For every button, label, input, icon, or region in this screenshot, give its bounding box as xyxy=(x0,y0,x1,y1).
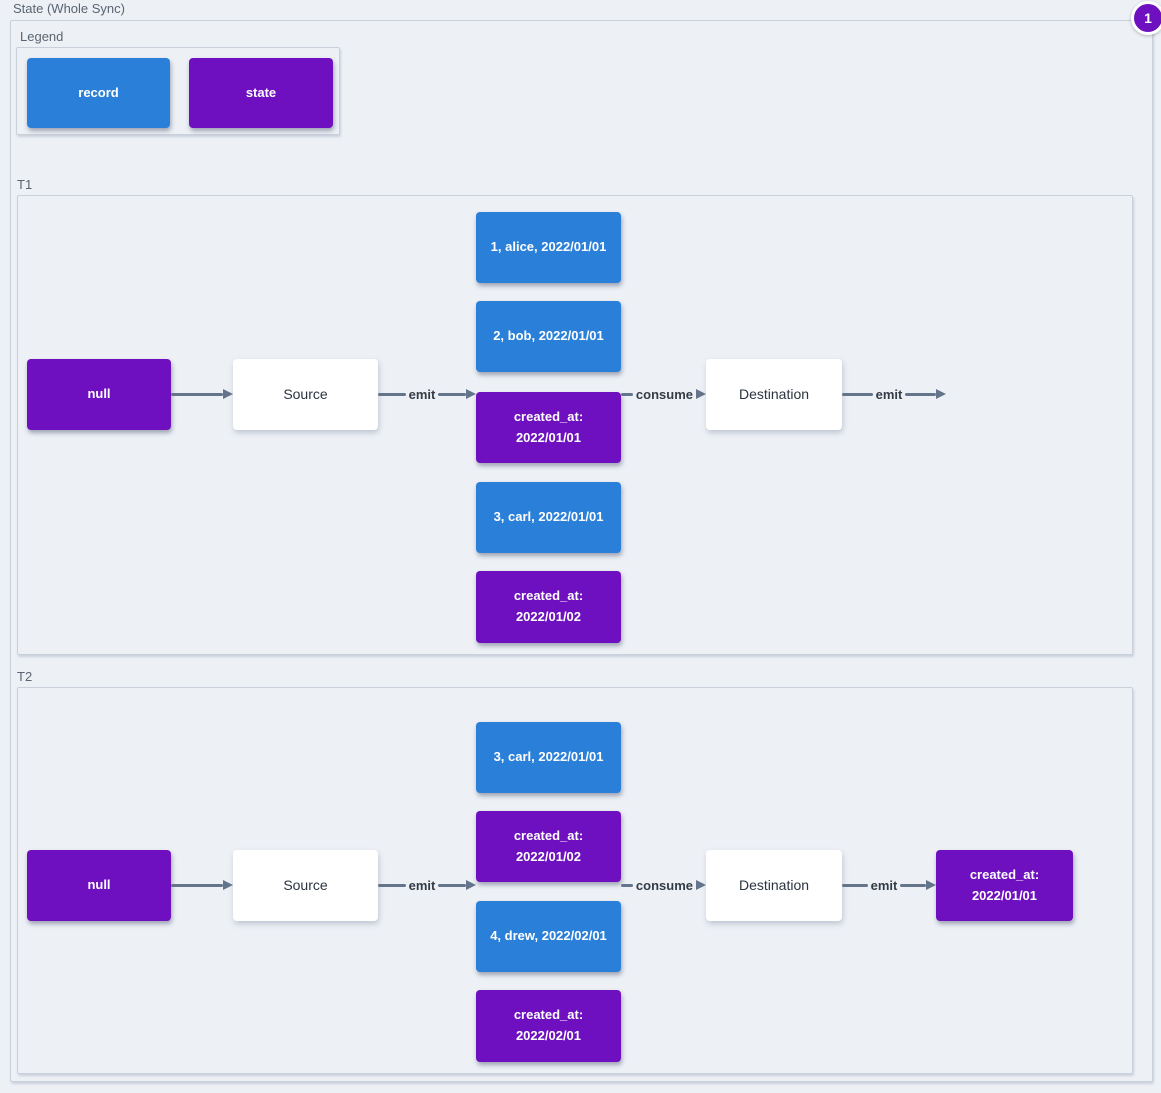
edge-line xyxy=(842,883,868,887)
legend-cluster: record state xyxy=(16,47,340,135)
legend-record-node: record xyxy=(27,58,170,128)
t2-record-text: 3, carl, 2022/01/01 xyxy=(493,749,604,765)
t2-state-node: created_at: 2022/02/01 xyxy=(476,990,621,1062)
legend-state-node: state xyxy=(189,58,333,128)
edge-line xyxy=(900,883,927,887)
pane-count-badge[interactable]: 1 xyxy=(1131,1,1161,35)
t2-null-node: null xyxy=(27,850,171,921)
t2-source-text: Source xyxy=(283,877,328,894)
t1-emit-label: emit xyxy=(408,386,436,402)
t2-state-text: created_at: 2022/01/02 xyxy=(513,827,584,864)
t1-emit-out-label: emit xyxy=(875,386,903,402)
edge-line xyxy=(905,392,937,396)
edge-line xyxy=(171,392,223,396)
t1-edge-null-source xyxy=(171,386,233,402)
root-cluster xyxy=(10,20,1153,1082)
t1-state-node: created_at: 2022/01/01 xyxy=(476,392,621,463)
t1-consume-label: consume xyxy=(635,386,693,402)
t1-edge-emit: emit xyxy=(378,386,477,402)
t2-record-text: 4, drew, 2022/02/01 xyxy=(490,928,607,944)
arrowhead-icon xyxy=(926,880,937,890)
edge-line xyxy=(621,392,633,396)
arrowhead-icon xyxy=(466,389,477,399)
t1-label: T1 xyxy=(17,177,33,192)
t2-source-node: Source xyxy=(233,850,378,921)
arrowhead-icon xyxy=(696,389,706,399)
t1-null-node: null xyxy=(27,359,171,430)
t1-record-text: 2, bob, 2022/01/01 xyxy=(493,328,604,344)
legend-state-text: state xyxy=(245,84,277,100)
t2-edge-null-source xyxy=(171,877,233,893)
arrowhead-icon xyxy=(936,389,947,399)
legend-label: Legend xyxy=(20,29,64,44)
t1-null-text: null xyxy=(87,386,111,402)
edge-line xyxy=(378,883,406,887)
t2-cluster: null Source emit 3, carl, 2022/01/01 cre… xyxy=(17,687,1133,1074)
t1-state-text: created_at: 2022/01/02 xyxy=(513,588,584,624)
edge-line xyxy=(621,883,633,887)
t1-record-text: 1, alice, 2022/01/01 xyxy=(490,239,607,255)
arrowhead-icon xyxy=(223,389,233,399)
t2-record-node: 3, carl, 2022/01/01 xyxy=(476,722,621,793)
t2-destination-node: Destination xyxy=(706,850,842,921)
t1-destination-node: Destination xyxy=(706,359,842,430)
root-cluster-label: State (Whole Sync) xyxy=(13,1,125,16)
t2-output-state-text: created_at: 2022/01/01 xyxy=(969,866,1040,903)
edge-line xyxy=(438,392,467,396)
pane-count-badge-text: 1 xyxy=(1144,10,1152,26)
edge-line xyxy=(171,883,223,887)
arrowhead-icon xyxy=(696,880,706,890)
t1-record-node: 3, carl, 2022/01/01 xyxy=(476,482,621,553)
t2-edge-emit-out: emit xyxy=(842,877,937,893)
t1-state-text: created_at: 2022/01/01 xyxy=(513,408,584,445)
t1-record-node: 2, bob, 2022/01/01 xyxy=(476,301,621,372)
legend-record-text: record xyxy=(78,84,119,100)
t2-emit-out-label: emit xyxy=(870,877,898,893)
t1-cluster: null Source emit 1, alice, 2022/01/01 2,… xyxy=(17,195,1133,655)
t2-output-state-node: created_at: 2022/01/01 xyxy=(936,850,1073,921)
t1-source-text: Source xyxy=(283,386,328,403)
edge-line xyxy=(378,392,406,396)
t2-destination-text: Destination xyxy=(738,877,810,894)
t1-destination-text: Destination xyxy=(738,386,810,403)
t2-edge-emit: emit xyxy=(378,877,477,893)
t2-consume-label: consume xyxy=(635,877,693,893)
t2-label: T2 xyxy=(17,669,33,684)
edge-line xyxy=(438,883,467,887)
t2-state-text: created_at: 2022/02/01 xyxy=(513,1007,584,1043)
t2-edge-consume: consume xyxy=(621,877,706,893)
arrowhead-icon xyxy=(466,880,477,890)
t2-record-node: 4, drew, 2022/02/01 xyxy=(476,901,621,972)
t1-record-text: 3, carl, 2022/01/01 xyxy=(493,509,604,525)
t2-state-node: created_at: 2022/01/02 xyxy=(476,811,621,882)
t2-null-text: null xyxy=(87,877,111,893)
t1-state-node: created_at: 2022/01/02 xyxy=(476,571,621,643)
t2-emit-label: emit xyxy=(408,877,436,893)
arrowhead-icon xyxy=(223,880,233,890)
edge-line xyxy=(842,392,873,396)
t1-record-node: 1, alice, 2022/01/01 xyxy=(476,212,621,283)
t1-edge-emit-out: emit xyxy=(842,386,947,402)
t1-source-node: Source xyxy=(233,359,378,430)
t1-edge-consume: consume xyxy=(621,386,706,402)
